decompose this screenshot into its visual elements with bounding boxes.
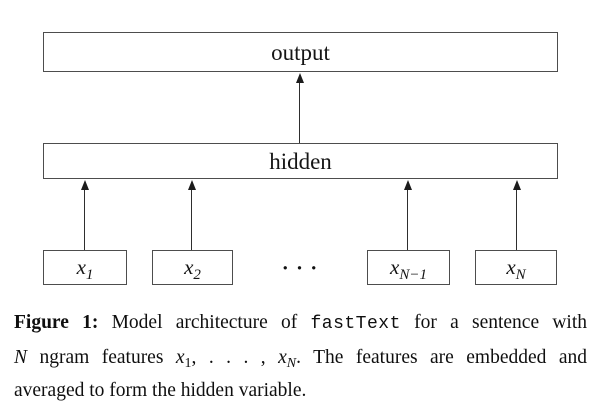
caption-line-1: Figure 1: Model architecture of fastText… bbox=[14, 312, 588, 334]
input-label-x1: x1 bbox=[76, 255, 94, 283]
caption-line-2: N ngram features x1, . . . , xN. The fea… bbox=[14, 347, 588, 371]
hidden-box: hidden bbox=[43, 143, 558, 179]
output-label: output bbox=[271, 39, 330, 65]
arrow-shaft bbox=[515, 190, 518, 250]
figure-number-label: Figure 1: bbox=[14, 312, 99, 333]
arrowhead-icon bbox=[187, 180, 196, 190]
arrowhead-icon bbox=[295, 73, 304, 83]
arrow-x2-to-hidden bbox=[187, 180, 196, 250]
arrow-xn-to-hidden bbox=[512, 180, 521, 250]
arrow-shaft bbox=[190, 190, 193, 250]
arrow-xn-1-to-hidden bbox=[403, 180, 412, 250]
input-label-xn: xN bbox=[506, 255, 526, 283]
input-box-xn-1: xN−1 bbox=[367, 250, 450, 285]
input-box-x2: x2 bbox=[152, 250, 233, 285]
input-box-x1: x1 bbox=[43, 250, 127, 285]
output-box: output bbox=[43, 32, 558, 72]
arrowhead-icon bbox=[403, 180, 412, 190]
arrowhead-icon bbox=[512, 180, 521, 190]
arrow-shaft bbox=[298, 83, 301, 143]
input-label-xn-1: xN−1 bbox=[390, 255, 427, 283]
input-box-xn: xN bbox=[475, 250, 557, 285]
arrow-shaft bbox=[83, 190, 86, 250]
figure-caption: Figure 1: Model architecture of fastText… bbox=[14, 306, 587, 407]
arrow-shaft bbox=[406, 190, 409, 250]
ellipsis-dots: · · · bbox=[281, 256, 319, 280]
arrow-hidden-to-output bbox=[295, 73, 304, 143]
hidden-label: hidden bbox=[269, 148, 332, 174]
arrow-x1-to-hidden bbox=[80, 180, 89, 250]
input-label-x2: x2 bbox=[184, 255, 201, 283]
arrowhead-icon bbox=[80, 180, 89, 190]
fasttext-code-word: fastText bbox=[310, 314, 401, 334]
caption-line-3: averaged to form the hidden variable. bbox=[14, 380, 307, 401]
